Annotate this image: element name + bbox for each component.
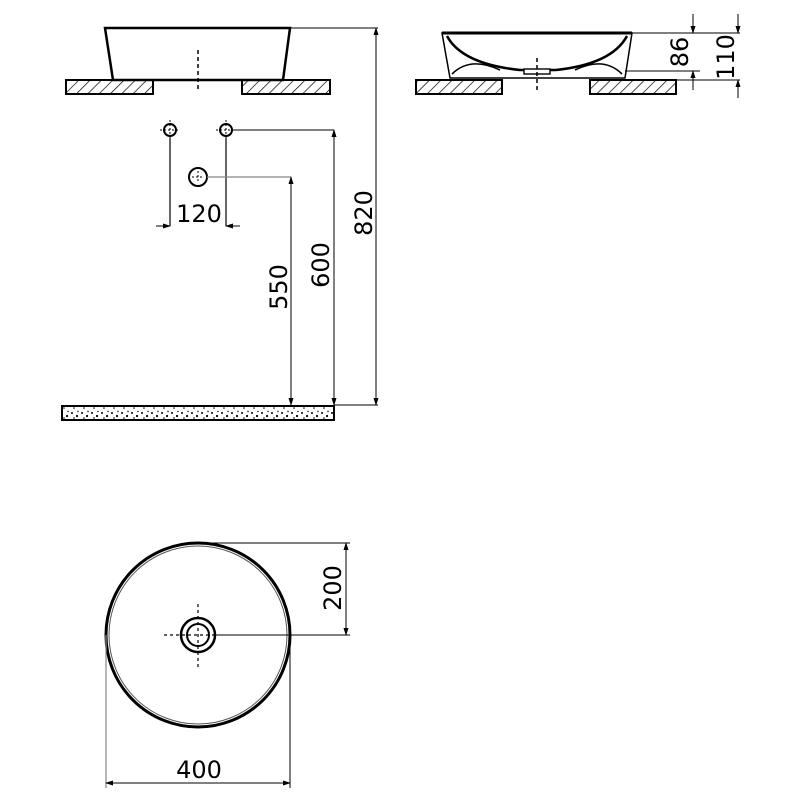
floor-slab [61,405,335,421]
side-countertop-left-hatched [415,79,503,95]
front-elevation-view [65,26,331,95]
dim-tap-spacing: 120 [176,200,222,228]
dim-radius-offset: 200 [319,565,347,611]
top-plan-view: 200 400 [104,541,350,788]
dim-basin-top-height: 820 [350,190,378,236]
dim-tap-height: 600 [307,242,335,288]
countertop-left-hatched [65,79,154,95]
dim-basin-height: 110 [712,34,740,80]
waste-point [188,167,208,187]
wall-layout-view: 120 550 600 820 [61,27,379,421]
dim-bowl-depth: 86 [666,37,694,68]
dim-waste-height: 550 [265,264,293,310]
countertop-right-hatched [241,79,331,95]
side-section-view: 86 110 [415,14,741,98]
dim-diameter: 400 [176,756,222,784]
side-countertop-right-hatched [589,79,677,95]
tap-point-left [160,120,180,140]
